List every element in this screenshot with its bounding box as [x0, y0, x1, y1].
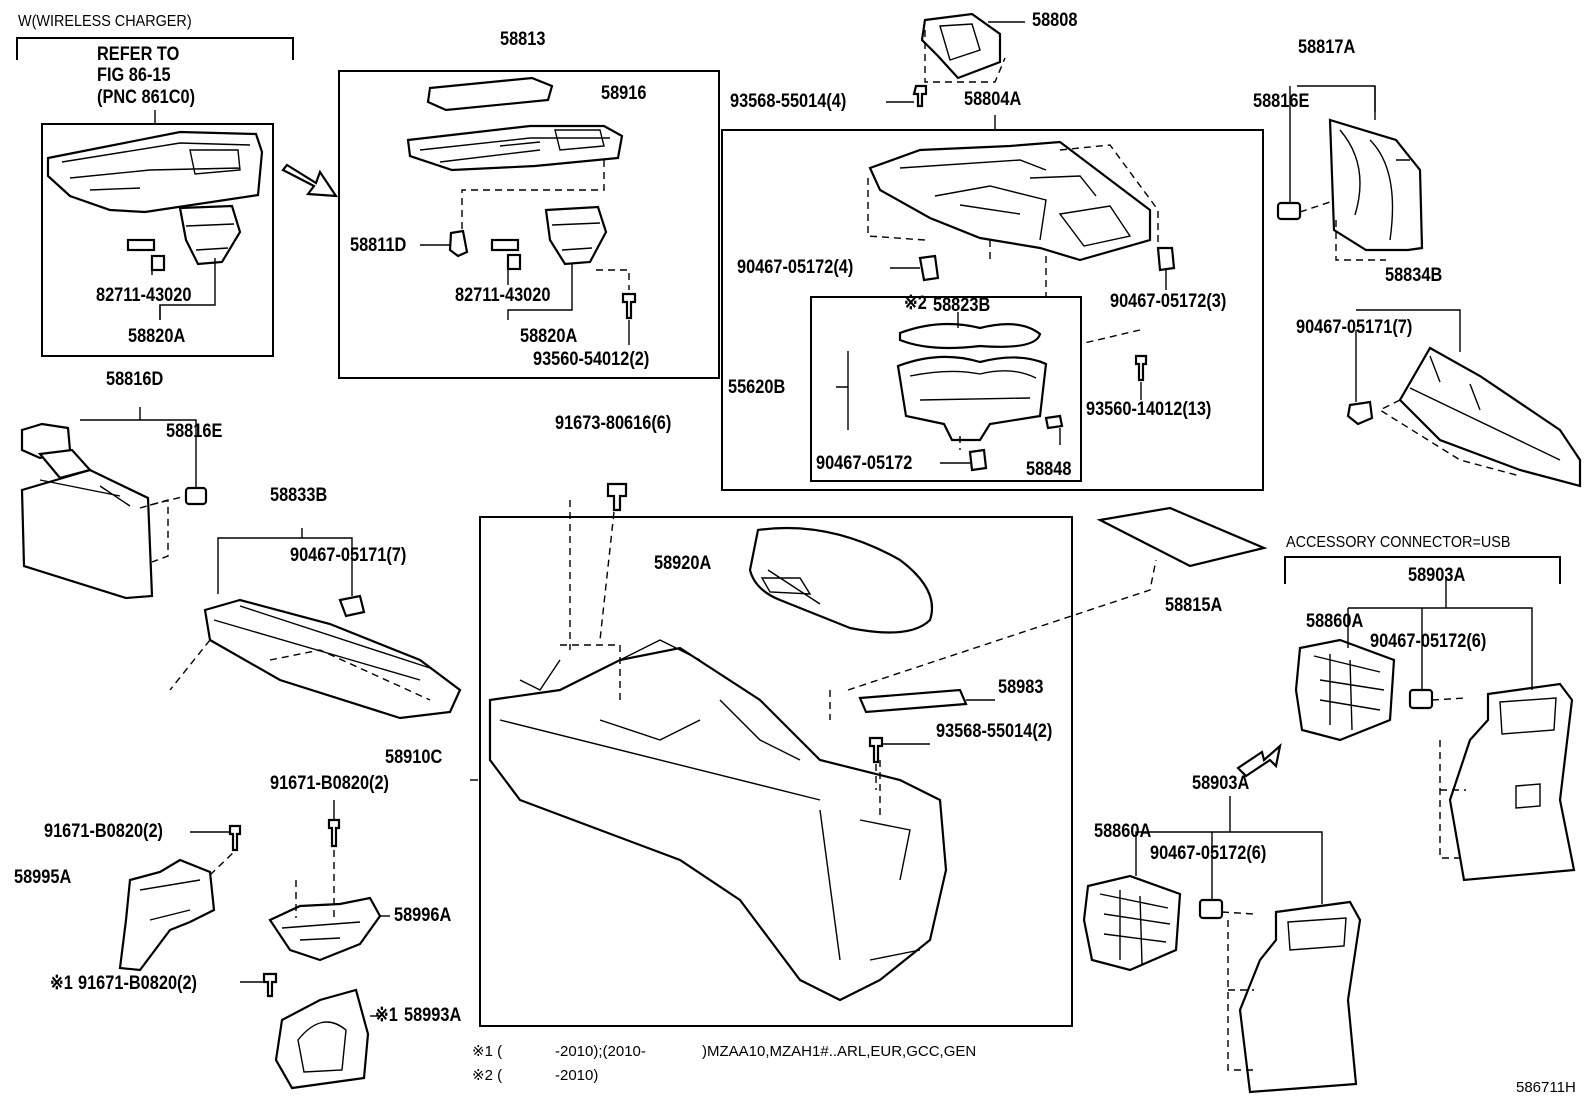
drawing-code: 586711H [1516, 1079, 1576, 1096]
brackets-drawing [118, 800, 390, 1090]
box-58804A [721, 129, 1264, 491]
part-label-93568-55014-2: 93568-55014(2) [936, 721, 1053, 742]
wireless-tray-part [46, 130, 264, 272]
part-58813-drawing [406, 76, 637, 345]
part-label-58910C: 58910C [385, 747, 443, 768]
part-label-58860A-top: 58860A [1306, 611, 1364, 632]
part-58983-shape [858, 688, 968, 714]
part-label-58823B: 58823B [933, 295, 991, 316]
part-label-90467-05172: 90467-05172 [816, 453, 913, 474]
refer-note-line3: (PNC 861C0) [97, 87, 196, 108]
part-label-58804A: 58804A [964, 89, 1022, 110]
part-58816D-drawing [20, 407, 208, 600]
note-1-mark: ※1 ( [472, 1043, 503, 1060]
part-58903A-drawing [1082, 576, 1576, 1094]
part-label-82711-43020-left: 82711-43020 [96, 285, 192, 306]
wireless-charger-box [41, 123, 274, 357]
part-label-58903A-top: 58903A [1408, 565, 1466, 586]
part-label-90467-05172-3: 90467-05172(3) [1110, 291, 1227, 312]
part-label-58983: 58983 [998, 677, 1044, 698]
part-label-90467-05172-4: 90467-05172(4) [737, 257, 854, 278]
part-label-58833B: 58833B [270, 485, 328, 506]
part-label-90467-05171-left: 90467-05171(7) [290, 545, 407, 566]
part-58817A-drawing [1276, 85, 1424, 261]
arrow-icon [281, 163, 339, 198]
part-label-58916: 58916 [601, 83, 647, 104]
part-label-93568-55014-4: 93568-55014(4) [730, 91, 847, 112]
part-label-55620B: 55620B [728, 377, 786, 398]
wireless-charger-heading: W(WIRELESS CHARGER) [18, 13, 192, 30]
part-label-58817A: 58817A [1298, 37, 1356, 58]
part-label-93560-14012: 93560-14012(13) [1086, 399, 1212, 420]
part-label-58860A-bottom: 58860A [1094, 821, 1152, 842]
part-58804A-drawing [867, 12, 1176, 400]
part-label-91671-B0820-mid: 91671-B0820(2) [270, 773, 390, 794]
box-58910C [479, 516, 1073, 1027]
part-label-58995A: 58995A [14, 867, 72, 888]
part-58833B-drawing [169, 528, 462, 720]
part-label-58808: 58808 [1032, 10, 1078, 31]
part-label-58903A-bottom: 58903A [1192, 773, 1250, 794]
part-label-58996A: 58996A [394, 905, 452, 926]
part-58916-shape [426, 76, 554, 112]
part-label-91671-B0820-bottom: 91671-B0820(2) [78, 973, 198, 994]
part-label-58815A: 58815A [1165, 595, 1223, 616]
note-1-range: -2010);(2010- [555, 1043, 646, 1060]
accessory-connector-heading: ACCESSORY CONNECTOR=USB [1286, 534, 1511, 551]
part-58834B-drawing [1346, 309, 1582, 488]
part-label-58834B: 58834B [1385, 265, 1443, 286]
part-label-91673-80616: 91673-80616(6) [555, 413, 672, 434]
part-label-58993A: 58993A [404, 1005, 462, 1026]
note-2-range: -2010) [555, 1067, 599, 1084]
part-label-58813: 58813 [500, 29, 546, 50]
mark-1-label-b: ※1 [375, 1005, 398, 1026]
arrow-icon-2 [1236, 743, 1282, 778]
mark-1-label-a: ※1 [50, 973, 73, 994]
part-label-58816E-left: 58816E [166, 421, 223, 442]
part-label-93560-54012: 93560-54012(2) [533, 349, 650, 370]
part-label-91671-B0820-left: 91671-B0820(2) [44, 821, 164, 842]
refer-note-line2: FIG 86-15 [97, 65, 171, 86]
box-55620B [810, 296, 1082, 482]
part-58815A-shape [1096, 506, 1268, 568]
part-label-58820A-left: 58820A [128, 326, 186, 347]
part-label-90467-05171-right: 90467-05171(7) [1296, 317, 1413, 338]
part-label-82711-43020-mid: 82711-43020 [455, 285, 551, 306]
group-boxes [16, 37, 1561, 1027]
part-58910C-drawing [470, 482, 1268, 1002]
mark-2-label: ※2 [904, 293, 927, 314]
part-label-58820A-mid: 58820A [520, 326, 578, 347]
note-2-mark: ※2 ( [472, 1067, 503, 1084]
part-label-90467-05172-6-bottom: 90467-05172(6) [1150, 843, 1267, 864]
part-label-58811D: 58811D [350, 235, 407, 256]
box-58813 [338, 70, 720, 379]
part-55620B-drawing [836, 312, 1064, 472]
part-label-58816D: 58816D [106, 369, 164, 390]
part-label-58848: 58848 [1026, 459, 1072, 480]
refer-note-line1: REFER TO [97, 44, 180, 65]
part-label-58816E-right: 58816E [1253, 91, 1310, 112]
note-1-models: )MZAA10,MZAH1#..ARL,EUR,GCC,GEN [702, 1043, 977, 1060]
part-label-90467-05172-6-top: 90467-05172(6) [1370, 631, 1487, 652]
armrest-58920A-shape [748, 526, 934, 634]
part-label-58920A: 58920A [654, 553, 712, 574]
